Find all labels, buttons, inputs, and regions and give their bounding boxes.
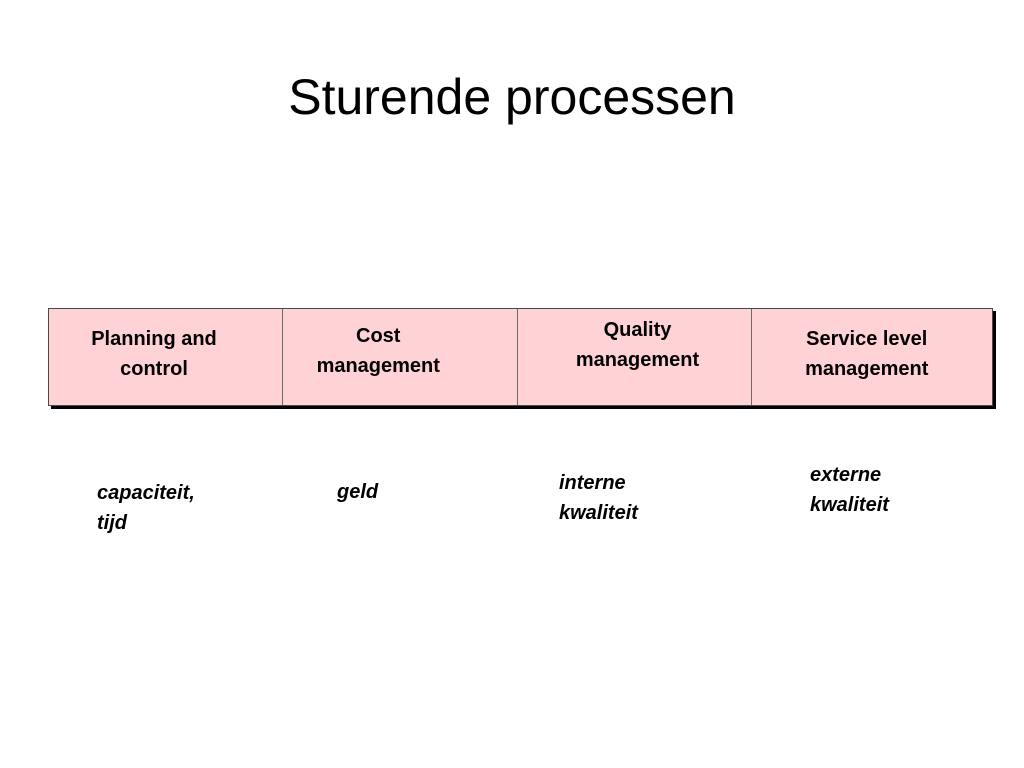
process-cell-service-level: Service level management xyxy=(752,309,992,405)
process-bar: Planning and control Cost management Qua… xyxy=(48,308,993,406)
note-capacity-time: capaciteit, tijd xyxy=(97,482,195,534)
process-cell-planning: Planning and control xyxy=(49,309,284,405)
process-label-planning: Planning and control xyxy=(91,328,217,380)
process-label-service-level: Service level management xyxy=(805,328,929,380)
process-cell-quality: Quality management xyxy=(518,309,752,405)
process-cell-cost: Cost management xyxy=(283,309,518,405)
note-external-quality: externe kwaliteit xyxy=(810,464,889,516)
note-money: geld xyxy=(337,481,379,503)
process-label-cost: Cost management xyxy=(316,325,440,377)
note-internal-quality: interne kwaliteit xyxy=(559,472,638,524)
process-label-quality: Quality management xyxy=(575,319,700,371)
slide-title: Sturende processen xyxy=(288,69,736,125)
